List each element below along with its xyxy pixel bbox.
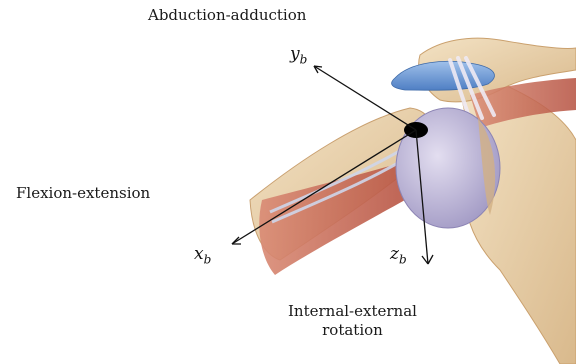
internal-external-rotation-label: Internal-external rotation: [288, 302, 417, 340]
rotation-label-line1: Internal-external: [288, 302, 417, 321]
abduction-adduction-label: Abduction-adduction: [148, 6, 306, 25]
rotation-label-line2: rotation: [288, 321, 417, 340]
z-axis-label: zb: [390, 244, 407, 266]
y-axis-label: yb: [290, 44, 307, 66]
flexion-extension-label: Flexion-extension: [16, 184, 150, 203]
x-axis-label: xb: [194, 244, 211, 266]
